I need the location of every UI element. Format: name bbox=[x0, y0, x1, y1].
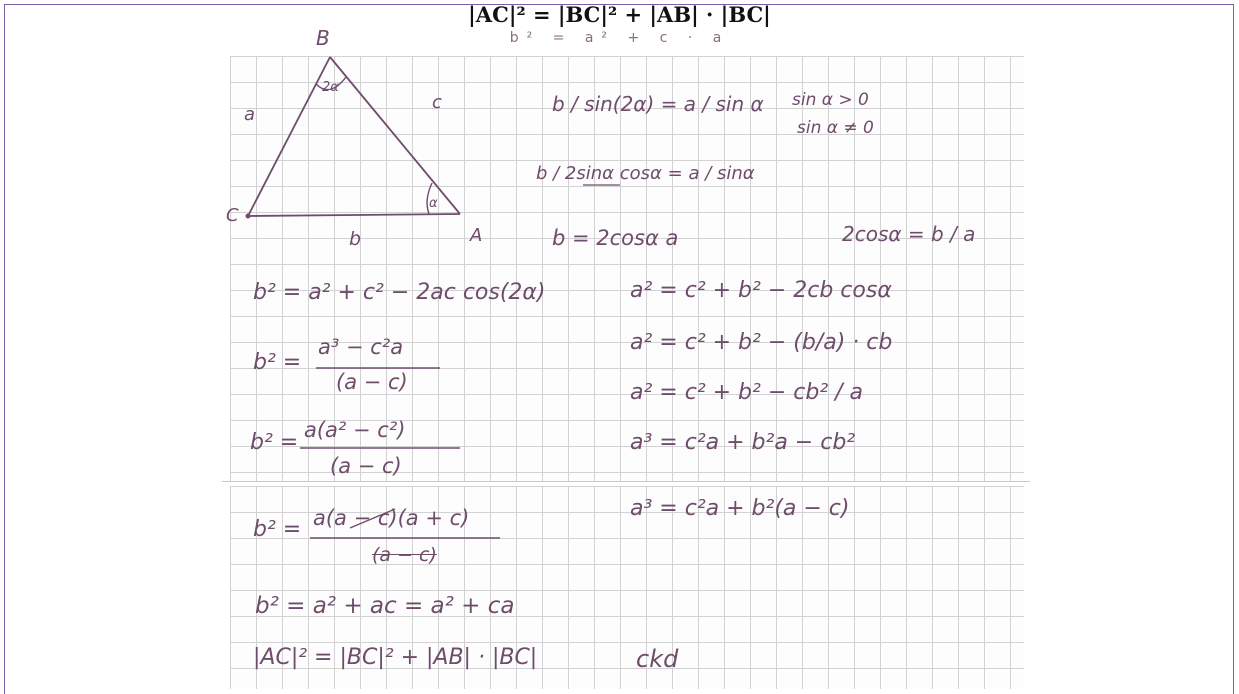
frac-2-numerator: a(a² − c²) bbox=[304, 418, 406, 442]
cosine-law-a: a² = c² + b² − 2cb cosα bbox=[630, 278, 892, 303]
document-frame bbox=[4, 4, 1234, 694]
cosine-law-b: b² = a² + c² − 2ac cos(2α) bbox=[253, 280, 546, 305]
b-equals-step: b = 2cosα a bbox=[552, 226, 679, 250]
simplified-result: b² = a² + ac = a² + ca bbox=[255, 593, 515, 619]
side-ca bbox=[247, 213, 461, 217]
angle-label-b: 2α bbox=[322, 80, 339, 95]
substitution-step-3: a³ = c²a + b²a − cb² bbox=[630, 430, 856, 455]
sine-law-step-1: b / sin(2α) = a / sin α bbox=[552, 92, 764, 116]
handwritten-identity: b² = a² + c · a bbox=[509, 30, 730, 46]
frac-2-lhs: b² = bbox=[250, 430, 299, 455]
angle-arc-a bbox=[426, 182, 433, 215]
vertex-label-b: B bbox=[316, 26, 330, 50]
frac-3-lhs: b² = bbox=[253, 517, 302, 542]
sin-nonzero-note: sin α ≠ 0 bbox=[797, 118, 874, 138]
side-label-c: c bbox=[432, 92, 442, 113]
two-cos-step: 2cosα = b / a bbox=[842, 222, 976, 246]
substitution-step-1: a² = c² + b² − (b/a) · cb bbox=[630, 330, 893, 355]
qed-mark: ckd bbox=[636, 645, 679, 673]
vertex-dot-c bbox=[245, 213, 251, 219]
sine-law-step-2: b / 2sinα cosα = a / sinα bbox=[536, 163, 755, 184]
sin-positive-note: sin α > 0 bbox=[792, 90, 869, 110]
frac-1-lhs: b² = bbox=[253, 350, 302, 375]
side-bc bbox=[247, 56, 331, 217]
final-conclusion: |AC|² = |BC|² + |AB| · |BC| bbox=[253, 645, 538, 670]
angle-arc-b bbox=[315, 76, 347, 91]
side-ba bbox=[329, 56, 461, 215]
identity-heading: |AC|² = |BC|² + |AB| · |BC| bbox=[468, 2, 771, 27]
angle-label-a: α bbox=[429, 196, 438, 211]
grid-paper-bottom bbox=[230, 486, 1024, 689]
cancel-stroke-numerator bbox=[349, 508, 396, 529]
frac-1-denominator: (a − c) bbox=[336, 370, 408, 394]
side-label-a: a bbox=[244, 104, 256, 125]
vertex-label-c: C bbox=[226, 205, 239, 226]
vertex-label-a: A bbox=[470, 225, 483, 246]
substitution-step-4: a³ = c²a + b²(a − c) bbox=[630, 496, 850, 521]
grid-paper-top bbox=[230, 56, 1024, 482]
paper-seam bbox=[222, 481, 1030, 486]
substitution-step-2: a² = c² + b² − cb² / a bbox=[630, 380, 864, 405]
frac-3-denominator: (a − c) bbox=[372, 544, 437, 566]
side-label-b: b bbox=[349, 228, 362, 250]
frac-1-numerator: a³ − c²a bbox=[318, 335, 404, 359]
frac-2-denominator: (a − c) bbox=[330, 454, 402, 478]
